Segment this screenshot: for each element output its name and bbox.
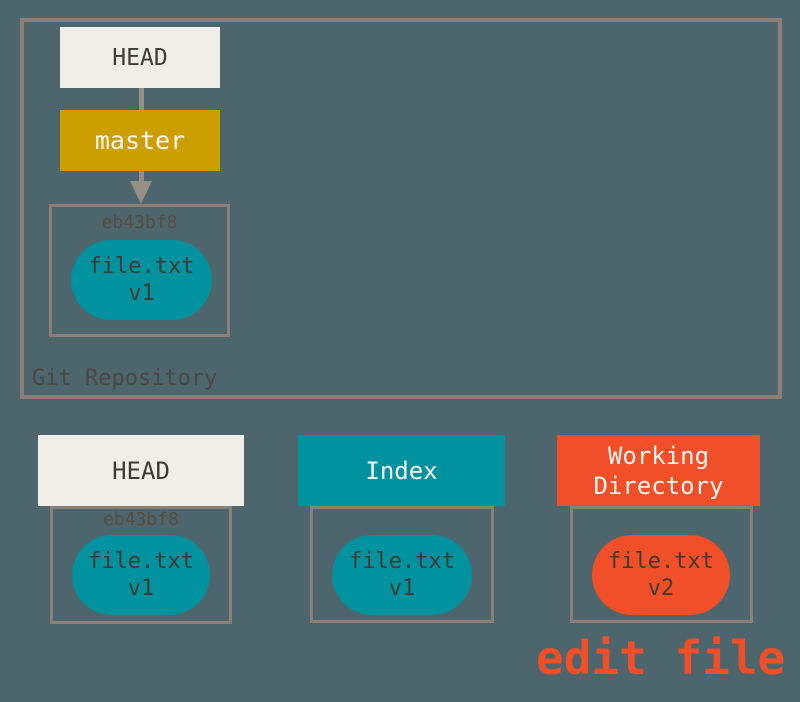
head-to-master-connector (139, 88, 144, 110)
commit-file-blob: file.txt v1 (71, 240, 212, 320)
index-section-box (310, 506, 494, 623)
file-name: file.txt (88, 549, 194, 574)
head-section-header: HEAD (38, 435, 244, 506)
head-ref-label: HEAD (112, 44, 168, 71)
master-branch-label: master (94, 126, 186, 155)
master-to-commit-connector (139, 171, 144, 183)
commit-hash: eb43bf8 (101, 212, 178, 233)
working-directory-section-box (570, 506, 753, 623)
index-section-file-blob: file.txt v1 (332, 535, 472, 615)
index-section-title: Index (365, 456, 438, 485)
file-name: file.txt (608, 549, 714, 574)
master-branch-box: master (60, 110, 220, 171)
head-ref-box: HEAD (60, 27, 220, 88)
working-directory-section-title: Working Directory (593, 441, 724, 500)
file-name: file.txt (349, 549, 455, 574)
working-directory-file-blob: file.txt v2 (592, 535, 730, 615)
head-section-hash: eb43bf8 (103, 509, 179, 530)
arrow-down-icon (130, 181, 152, 204)
file-version: v2 (647, 576, 675, 601)
git-repository-box: Git Repository (20, 18, 782, 399)
git-repository-label: Git Repository (32, 366, 218, 391)
head-section-box (50, 506, 232, 624)
working-directory-section-header: Working Directory (557, 435, 760, 506)
file-version: v1 (388, 576, 416, 601)
index-section-header: Index (298, 435, 505, 506)
file-version: v1 (128, 281, 155, 306)
edit-file-annotation: edit file (536, 631, 786, 685)
head-section-file-blob: file.txt v1 (72, 535, 210, 615)
file-name: file.txt (88, 254, 195, 279)
head-section-title: HEAD (112, 456, 170, 485)
file-version: v1 (127, 576, 155, 601)
commit-box: eb43bf8 (49, 204, 230, 337)
